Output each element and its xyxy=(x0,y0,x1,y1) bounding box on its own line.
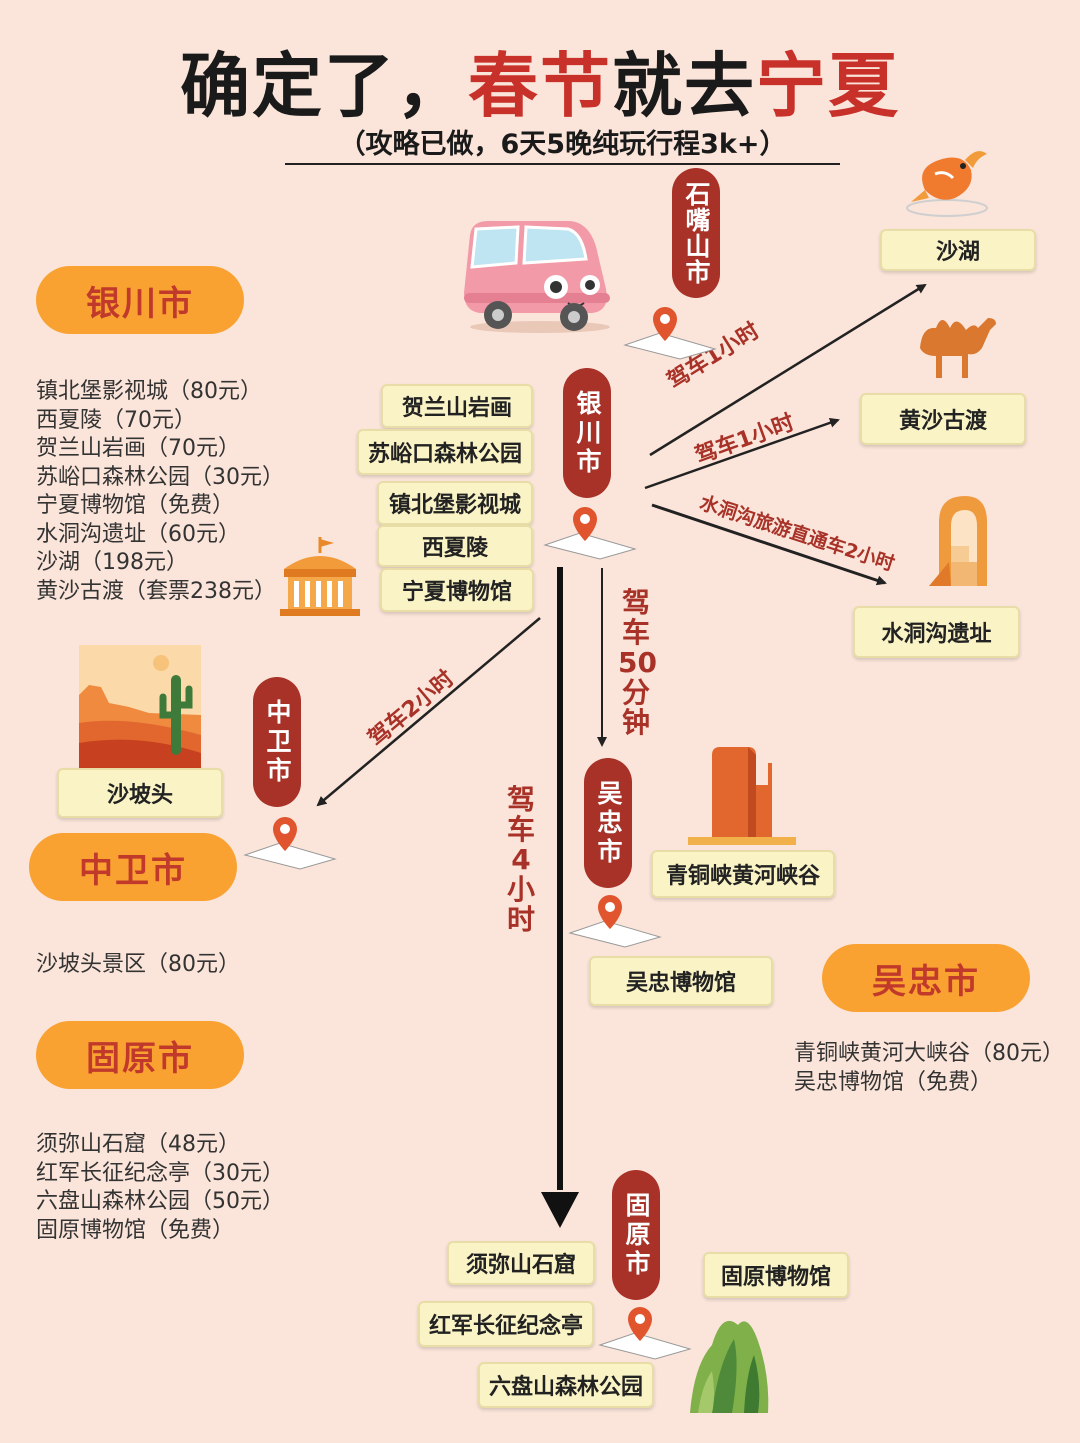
map-pin-icon xyxy=(568,895,662,948)
spot-tag-museum-gy: 固原博物馆 xyxy=(703,1252,849,1298)
list-item: 沙湖（198元） xyxy=(36,550,188,575)
zhongwei-list: 沙坡头景区（80元） xyxy=(36,951,240,980)
yinchuan-list: 镇北堡影视城（80元） 西夏陵（70元） 贺兰山岩画（70元） 苏峪口森林公园（… xyxy=(36,378,284,606)
list-item: 苏峪口森林公园（30元） xyxy=(36,464,284,490)
koi-fish-icon xyxy=(906,151,988,217)
list-item: 西夏陵（70元） xyxy=(36,407,196,433)
museum-icon xyxy=(280,537,360,616)
list-item: 须弥山石窟（48元） xyxy=(36,1132,240,1157)
spot-tag-museum-wz: 吴忠博物馆 xyxy=(589,956,773,1006)
route-label-guyuan: 驾车4小时 xyxy=(506,783,535,936)
route-label-wuzhong: 驾车50分钟 xyxy=(618,586,657,739)
spot-tag-zhenbeibao: 镇北堡影视城 xyxy=(377,481,533,525)
city-marker-shizuishan: 石嘴山市 xyxy=(672,168,720,298)
city-marker-yinchuan: 银川市 xyxy=(563,368,611,498)
map-pin-icon xyxy=(598,1307,692,1360)
spot-tag-shahu: 沙湖 xyxy=(880,229,1036,271)
list-item: 黄沙古渡（套票238元） xyxy=(36,578,276,604)
section-header-yinchuan: 银川市 xyxy=(36,266,244,334)
city-marker-wuzhong: 吴忠市 xyxy=(584,758,632,888)
canyon-rock-icon xyxy=(688,747,796,845)
map-pin-icon xyxy=(623,307,717,360)
spot-tag-huangsha: 黄沙古渡 xyxy=(860,393,1026,445)
list-item: 沙坡头景区（80元） xyxy=(36,952,240,977)
green-mountain-icon xyxy=(690,1320,769,1413)
spot-tag-qingtongxia: 青铜峡黄河峡谷 xyxy=(651,850,835,898)
camel-icon xyxy=(920,318,996,378)
section-header-wuzhong: 吴忠市 xyxy=(822,944,1030,1012)
car-icon xyxy=(464,221,610,333)
spot-tag-suyukou: 苏峪口森林公园 xyxy=(357,429,533,475)
route-line-huangsha xyxy=(644,417,840,490)
map-pin-icon xyxy=(543,507,637,560)
guyuan-list: 须弥山石窟（48元） 红军长征纪念亭（30元） 六盘山森林公园（50元） 固原博… xyxy=(36,1131,284,1245)
list-item: 红军长征纪念亭（30元） xyxy=(36,1160,284,1186)
list-item: 六盘山森林公园（50元） xyxy=(36,1189,284,1214)
section-header-guyuan: 固原市 xyxy=(36,1021,244,1089)
map-pin-icon xyxy=(243,817,337,870)
spot-tag-liupanshan: 六盘山森林公园 xyxy=(478,1362,654,1408)
spot-tag-shuidonggou: 水洞沟遗址 xyxy=(853,606,1020,658)
list-item: 镇北堡影视城（80元） xyxy=(36,379,262,404)
spot-tag-museum-nx: 宁夏博物馆 xyxy=(380,568,534,612)
list-item: 水洞沟遗址（60元） xyxy=(36,521,240,547)
route-line-zhongwei xyxy=(316,617,541,807)
desert-cactus-icon xyxy=(79,645,201,770)
section-header-zhongwei: 中卫市 xyxy=(29,833,237,901)
spot-tag-xumishan: 须弥山石窟 xyxy=(447,1241,595,1285)
route-line-shahu xyxy=(649,283,927,457)
page-title: 确定了，春节就去宁夏 xyxy=(180,45,900,127)
list-item: 吴忠博物馆（免费） xyxy=(794,1069,993,1095)
list-item: 宁夏博物馆（免费） xyxy=(36,493,235,518)
list-item: 青铜峡黄河大峡谷（80元） xyxy=(794,1041,1064,1066)
city-marker-guyuan: 固原市 xyxy=(612,1170,660,1300)
route-line-shuidonggou xyxy=(651,503,887,586)
stone-arch-icon xyxy=(929,496,987,586)
spot-tag-shapotou: 沙坡头 xyxy=(57,768,223,818)
spot-tag-hongjun: 红军长征纪念亭 xyxy=(418,1301,594,1347)
route-arrowhead-guyuan xyxy=(541,1192,579,1228)
city-marker-zhongwei: 中卫市 xyxy=(253,677,301,807)
spot-tag-helanshan: 贺兰山岩画 xyxy=(381,384,533,428)
list-item: 贺兰山岩画（70元） xyxy=(36,436,240,461)
spot-tag-xixialing: 西夏陵 xyxy=(377,525,533,567)
wuzhong-list: 青铜峡黄河大峡谷（80元） 吴忠博物馆（免费） xyxy=(794,1040,1064,1097)
page-subtitle: （攻略已做，6天5晚纯玩行程3k+） xyxy=(285,122,840,165)
list-item: 固原博物馆（免费） xyxy=(36,1217,235,1243)
